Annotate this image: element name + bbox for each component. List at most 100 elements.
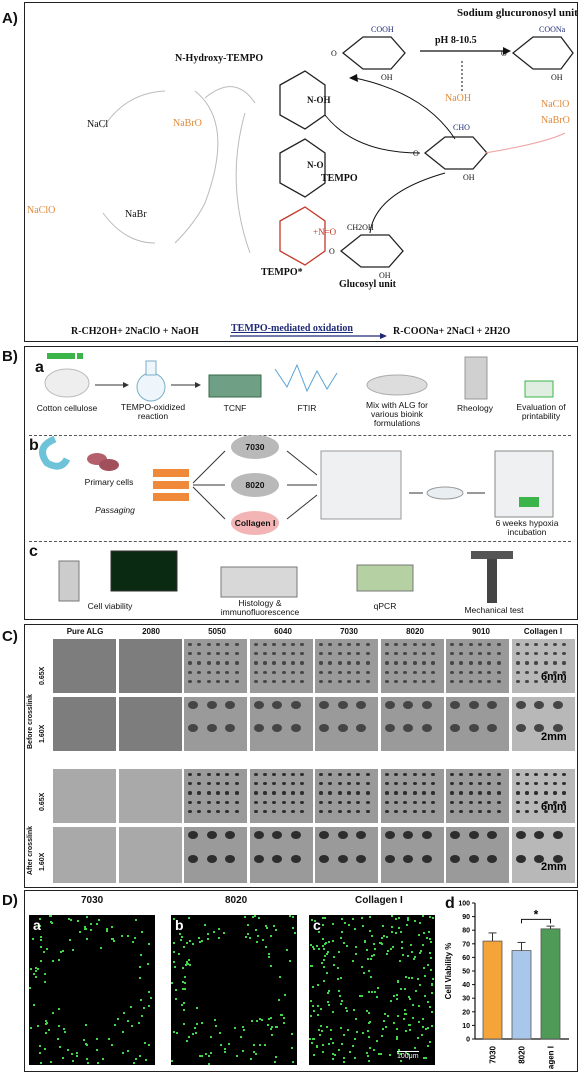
cell-dot xyxy=(99,946,102,949)
cell-dot xyxy=(274,1025,277,1028)
pore-mark xyxy=(384,652,389,656)
cell-dot xyxy=(140,954,143,957)
pore-mark xyxy=(290,661,295,665)
o-label-2: O xyxy=(501,49,507,58)
cell-dot xyxy=(51,1012,54,1015)
pore-mark xyxy=(347,791,351,795)
panel-a-letter: A) xyxy=(2,10,18,27)
pore-mark xyxy=(365,809,370,813)
cell-dot xyxy=(191,942,194,945)
pore-mark xyxy=(328,643,333,647)
pore-mark xyxy=(496,773,501,777)
pore-mark xyxy=(450,670,454,674)
cell-dot xyxy=(183,976,186,979)
pore-mark xyxy=(337,809,342,813)
cell-dot xyxy=(254,929,257,932)
cell-dot xyxy=(332,956,335,959)
cell-dot xyxy=(39,918,42,921)
y-tick-label: 100 xyxy=(458,901,470,908)
cell-dot xyxy=(329,1037,332,1040)
scaffold-image xyxy=(380,639,444,693)
cell-dot xyxy=(218,928,221,931)
cell-dot xyxy=(317,947,320,950)
cell-dot xyxy=(199,940,202,943)
pore-mark xyxy=(393,670,398,674)
pore-mark xyxy=(206,809,211,813)
cell-dot xyxy=(327,941,330,944)
cell-dot xyxy=(312,946,315,949)
cell-dot xyxy=(275,928,278,931)
col-header-6040: 6040 xyxy=(274,627,292,636)
pore-mark xyxy=(328,782,333,786)
cell-dot xyxy=(83,1039,86,1042)
scale-2mm-bottom: 2mm xyxy=(541,861,567,873)
pore-mark xyxy=(562,782,567,786)
cell-dot xyxy=(366,1052,368,1055)
pore-mark xyxy=(384,670,389,674)
pore-mark xyxy=(225,800,230,804)
cell-dot xyxy=(77,919,80,922)
cell-dot xyxy=(390,999,393,1002)
step-rheology: Rheology xyxy=(457,403,493,413)
cell-dot xyxy=(182,981,185,984)
pore-mark xyxy=(206,791,211,795)
cell-dot xyxy=(182,1009,185,1012)
pore-mark xyxy=(188,855,198,863)
y-tick-label: 80 xyxy=(462,928,470,935)
pore-mark xyxy=(431,791,436,795)
cell-dot xyxy=(341,1042,344,1045)
scale-2mm-top: 2mm xyxy=(541,731,567,743)
pore-mark xyxy=(319,724,329,732)
cell-dot xyxy=(36,1024,39,1027)
pore-mark xyxy=(365,661,370,665)
pore-mark xyxy=(468,701,479,709)
cell-dot xyxy=(105,929,108,932)
pore-mark xyxy=(234,791,239,795)
cell-dot xyxy=(330,1028,333,1031)
cell-dot xyxy=(355,952,358,955)
cell-dot xyxy=(271,1026,274,1029)
cell-dot xyxy=(429,1006,432,1009)
cell-dot xyxy=(207,1062,210,1065)
pore-mark xyxy=(562,773,567,777)
pore-mark xyxy=(337,643,342,647)
cell-dot xyxy=(138,1021,141,1024)
image-tag-a: a xyxy=(33,917,41,933)
pore-mark xyxy=(197,791,202,795)
glucosyl-unit-label: Glucosyl unit xyxy=(339,279,396,290)
pore-mark xyxy=(253,773,258,777)
cell-dot xyxy=(189,939,192,942)
pore-mark xyxy=(337,661,342,665)
cell-dot xyxy=(145,1058,148,1061)
cell-dot xyxy=(44,972,47,975)
pore-mark xyxy=(487,773,492,777)
cell-dot xyxy=(401,947,404,950)
cell-dot xyxy=(385,936,388,939)
cell-dot xyxy=(183,982,186,985)
cell-dot xyxy=(266,1023,269,1026)
step-qpcr: qPCR xyxy=(373,601,397,611)
cell-dot xyxy=(101,1057,104,1060)
cell-dot xyxy=(83,926,86,929)
pore-mark xyxy=(515,652,520,656)
cell-dot xyxy=(397,917,400,920)
cell-dot xyxy=(320,962,323,965)
pore-mark xyxy=(253,652,258,656)
cell-dot xyxy=(321,1030,324,1033)
cell-dot xyxy=(360,995,363,998)
cell-dot xyxy=(417,1036,420,1039)
cell-dot xyxy=(222,932,225,935)
pore-mark xyxy=(365,670,370,674)
cell-dot xyxy=(342,1057,345,1060)
scaffold-image xyxy=(249,697,313,751)
cell-dot xyxy=(261,938,264,941)
cell-dot xyxy=(309,1038,312,1041)
pore-mark xyxy=(478,670,482,674)
cell-dot xyxy=(407,1023,410,1026)
cell-dot xyxy=(236,1054,239,1057)
pore-mark xyxy=(552,809,557,813)
pore-mark xyxy=(188,679,192,683)
cell-dot xyxy=(347,1028,350,1031)
cell-dot xyxy=(400,1059,403,1062)
cell-dot xyxy=(39,960,42,963)
